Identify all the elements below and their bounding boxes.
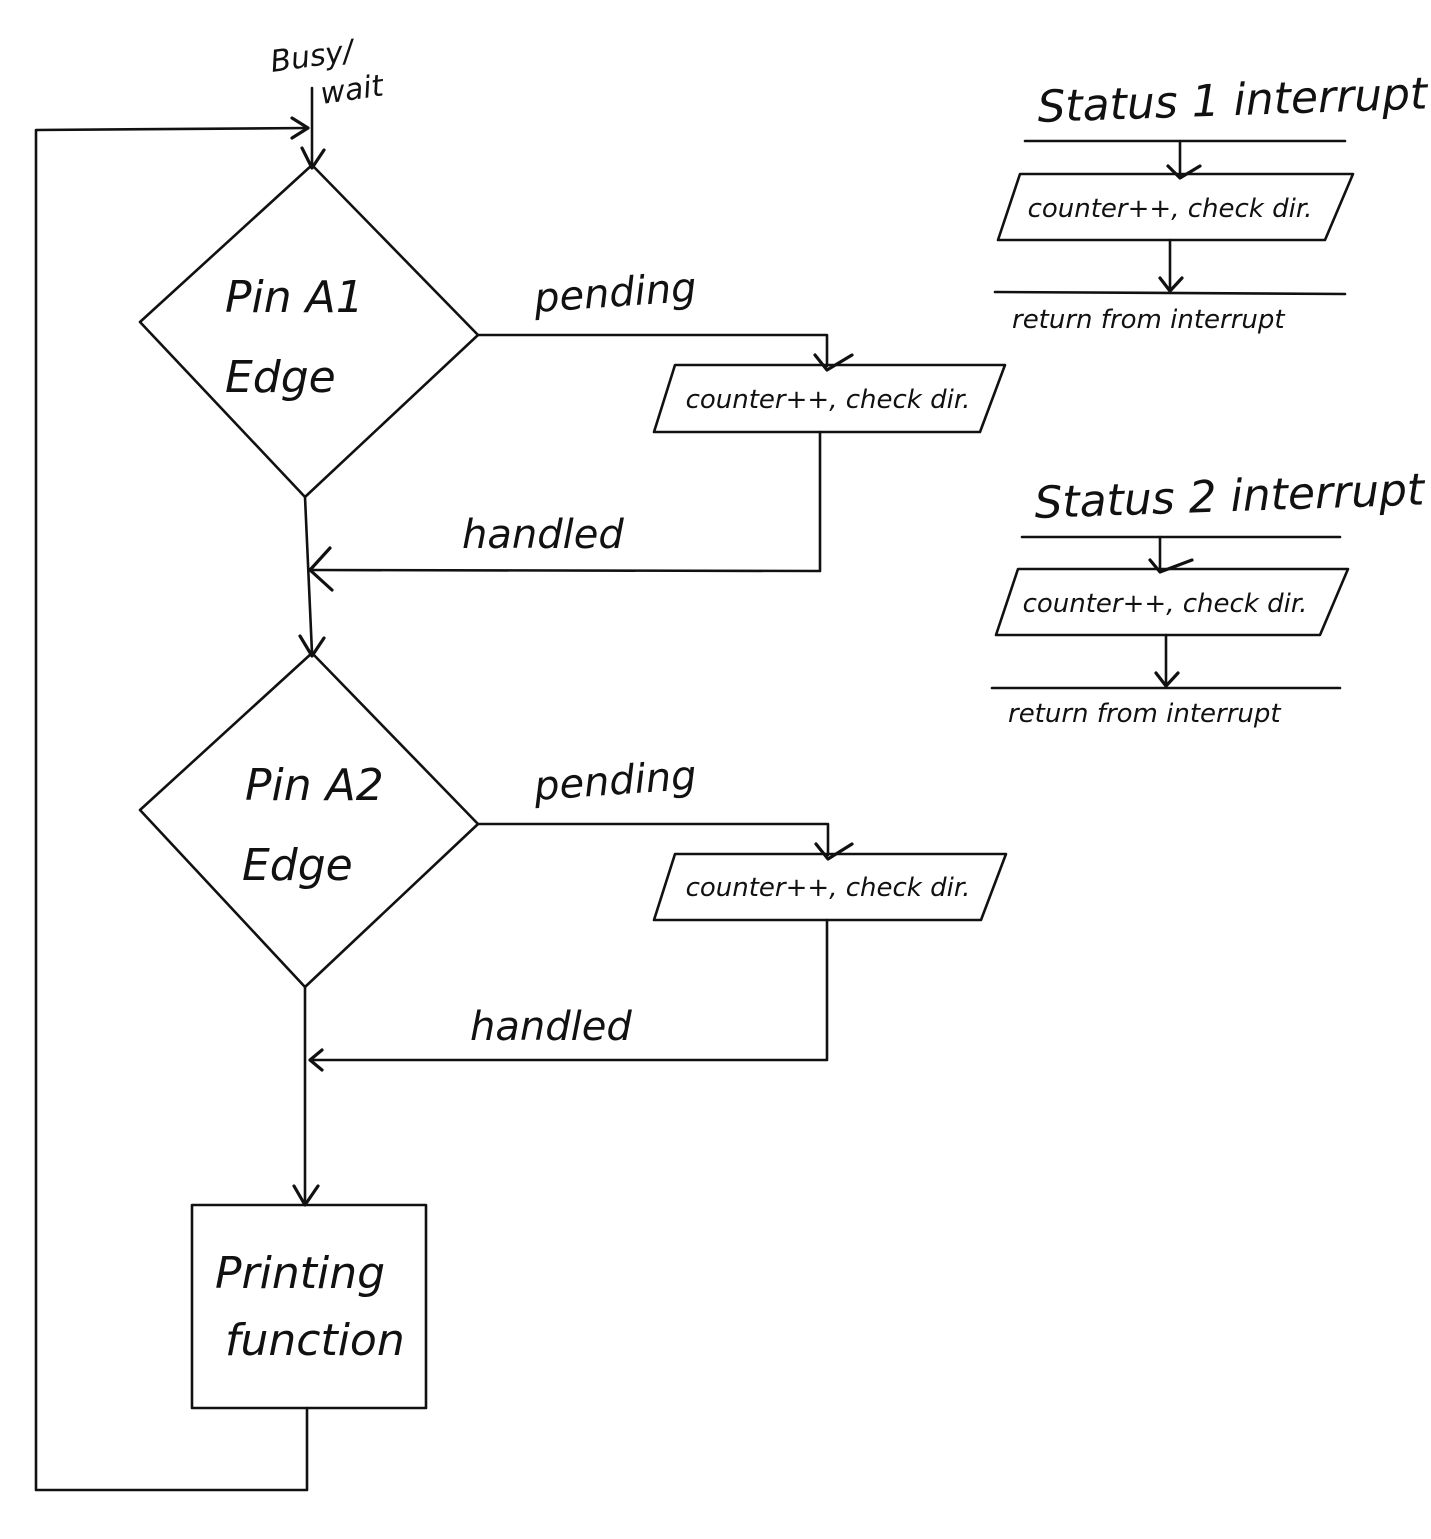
start-label-line2: wait xyxy=(318,68,387,112)
print-label-line1: Printing xyxy=(215,1248,385,1299)
connector-arrowhead-d1-d2 xyxy=(298,634,326,658)
decision-diamond-2 xyxy=(138,651,480,989)
pending-line-2 xyxy=(476,822,830,857)
interrupt2-arrowhead-b xyxy=(1154,671,1180,688)
handled-label-1: handled xyxy=(462,512,624,558)
interrupt1-return-label: return from interrupt xyxy=(1012,305,1285,335)
process-box-2 xyxy=(652,852,1008,922)
pending-arrowhead-2 xyxy=(814,842,854,861)
decision-diamond-1 xyxy=(138,163,480,499)
pending-label-1: pending xyxy=(531,265,697,322)
printing-function-box xyxy=(190,1203,428,1410)
interrupt1-arrowhead-a xyxy=(1166,164,1202,180)
loop-back-line xyxy=(34,126,310,1492)
entry-arrowhead xyxy=(300,146,326,170)
handled-label-2: handled xyxy=(470,1004,632,1050)
interrupt2-process-box xyxy=(994,567,1350,637)
interrupt1-arrowhead-b xyxy=(1158,276,1184,293)
decision1-label-line1: Pin A1 xyxy=(225,272,364,323)
interrupt1-title: Status 1 interrupt xyxy=(1037,68,1430,133)
interrupt1-bottom-bar xyxy=(993,290,1347,296)
process-box-1 xyxy=(652,363,1007,434)
decision2-label-line1: Pin A2 xyxy=(245,760,384,811)
interrupt1-process-box xyxy=(996,172,1355,242)
interrupt1-process-label: counter++, check dir. xyxy=(1028,194,1313,224)
print-label-line2: function xyxy=(225,1315,405,1366)
process-label-1: counter++, check dir. xyxy=(686,385,971,415)
handled-line-1 xyxy=(310,430,822,573)
pending-arrowhead-1 xyxy=(813,353,854,372)
interrupt2-title: Status 2 interrupt xyxy=(1034,464,1427,529)
process-label-2: counter++, check dir. xyxy=(686,873,971,903)
handled-line-2 xyxy=(310,918,829,1062)
interrupt2-arrowhead-a xyxy=(1148,558,1194,574)
interrupt2-process-label: counter++, check dir. xyxy=(1023,589,1308,619)
decision2-label-line2: Edge xyxy=(242,840,353,891)
decision1-label-line2: Edge xyxy=(225,352,336,403)
pending-label-2: pending xyxy=(531,753,697,810)
pending-line-1 xyxy=(476,333,829,368)
handled-arrowhead-2 xyxy=(308,1048,324,1072)
interrupt2-return-label: return from interrupt xyxy=(1008,699,1281,729)
handled-arrowhead-1 xyxy=(308,546,334,592)
connector-d1-d2 xyxy=(303,495,314,655)
loop-back-arrowhead xyxy=(290,116,310,140)
